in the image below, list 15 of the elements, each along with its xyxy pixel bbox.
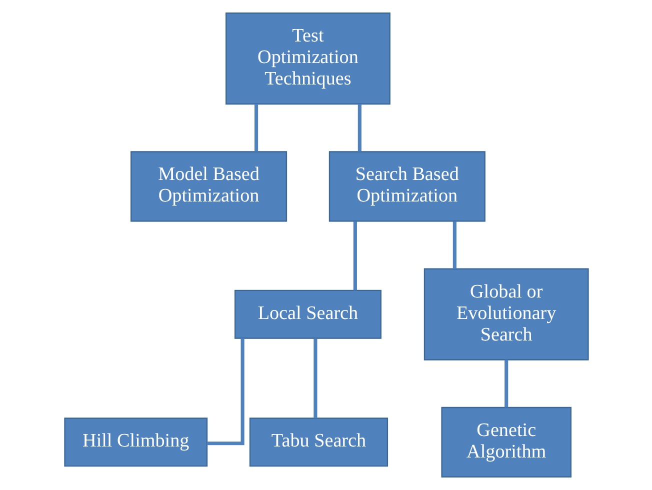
node-box: Genetic Algorithm bbox=[440, 406, 571, 478]
connector bbox=[254, 104, 258, 152]
node-box: Tabu Search bbox=[248, 418, 388, 467]
node-box: Global or Evolutionary Search bbox=[423, 268, 588, 360]
connector bbox=[357, 104, 361, 152]
connector bbox=[352, 221, 356, 290]
node-box: Search Based Optimization bbox=[328, 151, 485, 222]
connector bbox=[313, 338, 317, 418]
connector bbox=[504, 360, 508, 408]
node-box: Local Search bbox=[234, 290, 381, 339]
node-box: Model Based Optimization bbox=[130, 151, 287, 222]
connector bbox=[452, 221, 456, 269]
node-box: Hill Climbing bbox=[64, 418, 208, 467]
node-box: Test Optimization Techniques bbox=[225, 12, 390, 105]
connector bbox=[206, 338, 244, 446]
